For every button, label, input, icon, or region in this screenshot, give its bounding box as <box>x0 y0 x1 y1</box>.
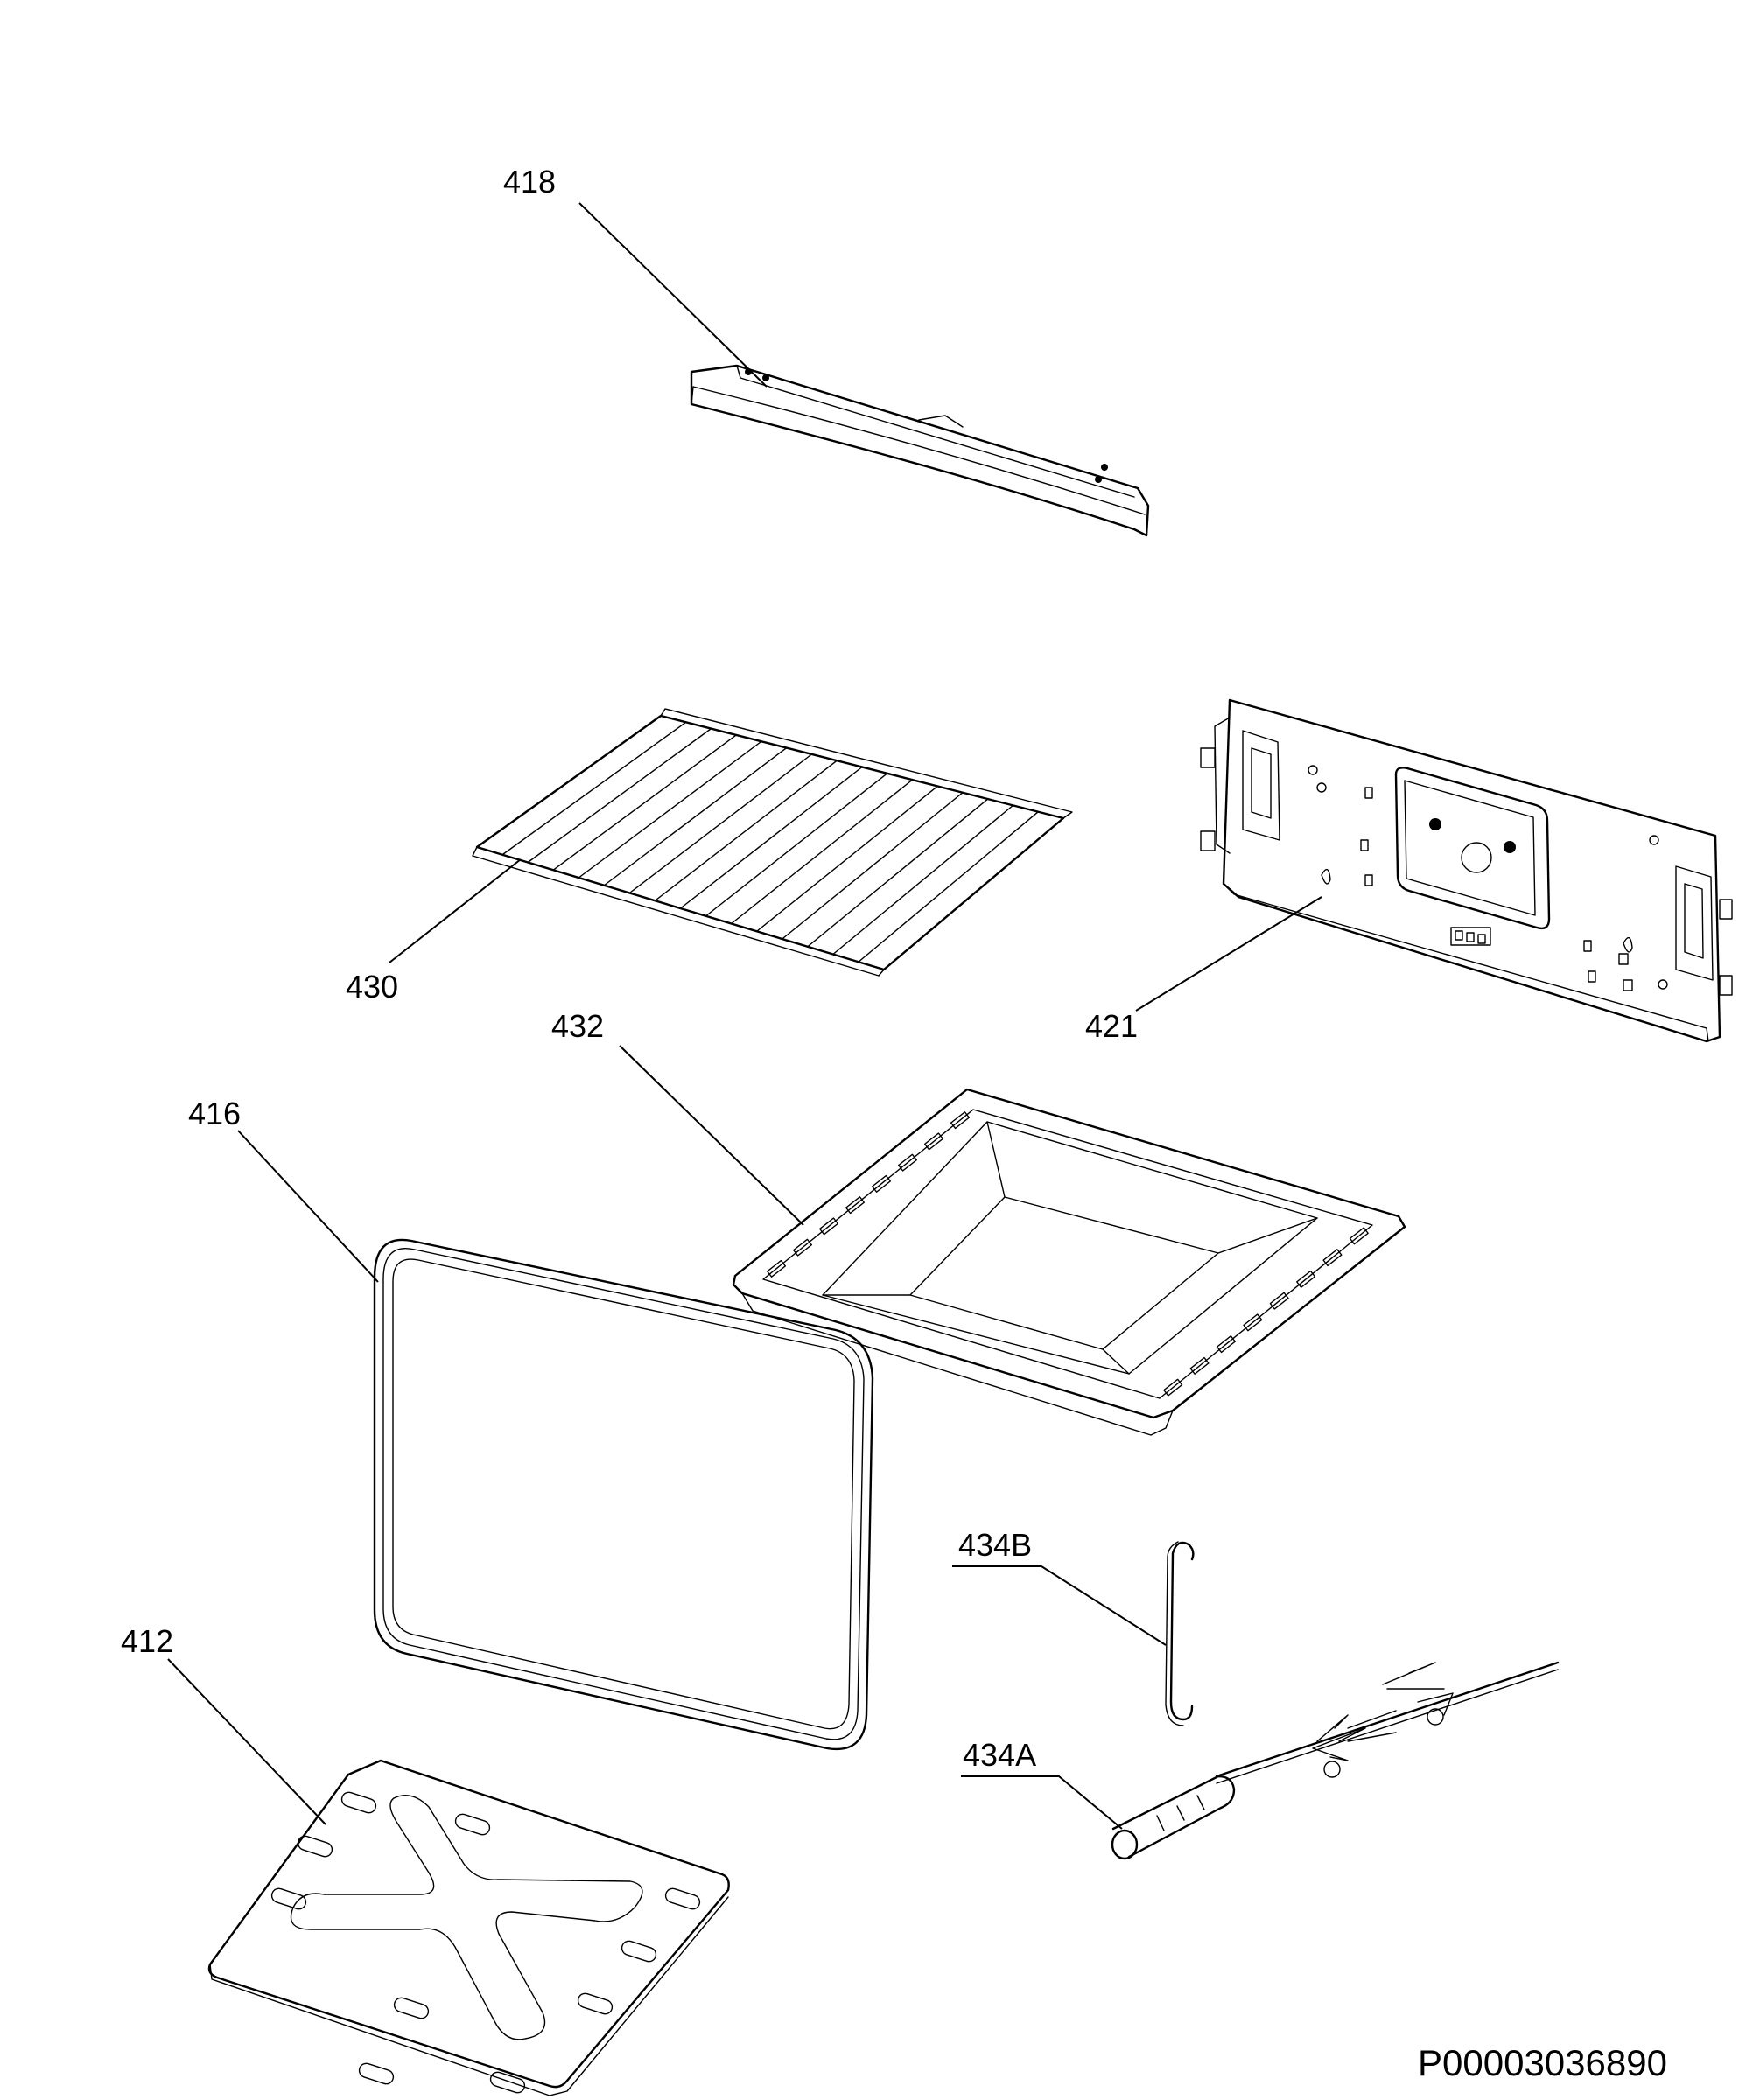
label-421: 421 <box>1085 1008 1138 1044</box>
part-412-bottom-plate <box>207 1759 730 2096</box>
tray-slot <box>766 1259 787 1278</box>
leader-418 <box>578 202 768 388</box>
shelf-wire <box>730 779 914 925</box>
part-418-trim-strip <box>690 364 1150 537</box>
tray-slot <box>1349 1227 1369 1245</box>
shelf-wire <box>527 727 712 864</box>
plate-slot <box>270 1887 307 1910</box>
shelf-wire <box>552 734 737 871</box>
tray-slot <box>1322 1249 1343 1267</box>
part-434b-hook <box>1165 1541 1195 1726</box>
plate-slot <box>297 1835 333 1858</box>
shelf-wire <box>476 715 662 848</box>
plate-slot <box>454 1813 491 1836</box>
label-416: 416 <box>188 1096 241 1131</box>
plate-slot <box>489 2071 526 2094</box>
label-418: 418 <box>503 164 556 200</box>
tray-slot <box>1163 1378 1183 1396</box>
tray-slot <box>1189 1356 1210 1375</box>
shelf-wire <box>782 792 964 940</box>
shelf-wire <box>628 753 813 894</box>
label-432: 432 <box>551 1008 604 1044</box>
label-412: 412 <box>121 1623 173 1659</box>
tray-slot <box>1216 1335 1236 1354</box>
shelf-wire <box>679 766 863 909</box>
plate-slot <box>621 1940 657 1963</box>
plate-slot <box>340 1791 377 1814</box>
tray-slot <box>950 1111 971 1130</box>
plate-slot <box>664 1887 701 1910</box>
part-432-baking-tray <box>732 1088 1406 1436</box>
tray-slot <box>845 1196 866 1214</box>
shelf-wire <box>883 817 1064 970</box>
part-416-door-seal <box>373 1238 874 1751</box>
tray-slot <box>1243 1313 1263 1332</box>
tray-slot <box>871 1174 892 1193</box>
shelf-wire <box>654 760 838 901</box>
leader-434a <box>961 1775 1123 1830</box>
plate-slot <box>358 2062 395 2085</box>
shelf-wire <box>603 746 788 886</box>
label-434a: 434A <box>963 1737 1036 1773</box>
shelf-wire <box>832 804 1014 956</box>
tray-slot <box>897 1153 918 1172</box>
leader-416 <box>237 1130 379 1283</box>
tray-slot <box>1269 1292 1289 1310</box>
document-code: P00003036890 <box>1418 2042 1667 2083</box>
shelf-wire <box>578 740 762 878</box>
tray-slot <box>818 1217 839 1236</box>
tray-slot <box>923 1132 944 1151</box>
shelf-wire <box>755 785 938 932</box>
label-434b: 434B <box>958 1527 1032 1563</box>
tray-slot <box>792 1238 813 1256</box>
leader-434b <box>952 1565 1167 1646</box>
plate-slot <box>393 1997 430 2020</box>
part-421-rear-panel <box>1200 698 1733 1043</box>
shelf-wire <box>501 721 687 856</box>
shelf-wire <box>705 773 888 917</box>
shelf-wire <box>807 798 989 948</box>
label-430: 430 <box>346 969 398 1004</box>
plate-slot <box>577 1992 614 2015</box>
tray-slot <box>1296 1270 1316 1288</box>
shelf-wire <box>858 810 1039 962</box>
leader-421 <box>1135 896 1322 1012</box>
leader-430 <box>389 858 522 963</box>
leader-412 <box>167 1658 326 1825</box>
leader-432 <box>619 1045 804 1226</box>
part-430-wire-shelf <box>472 708 1073 976</box>
part-434a-rotisserie-spit <box>1111 1661 1560 1860</box>
